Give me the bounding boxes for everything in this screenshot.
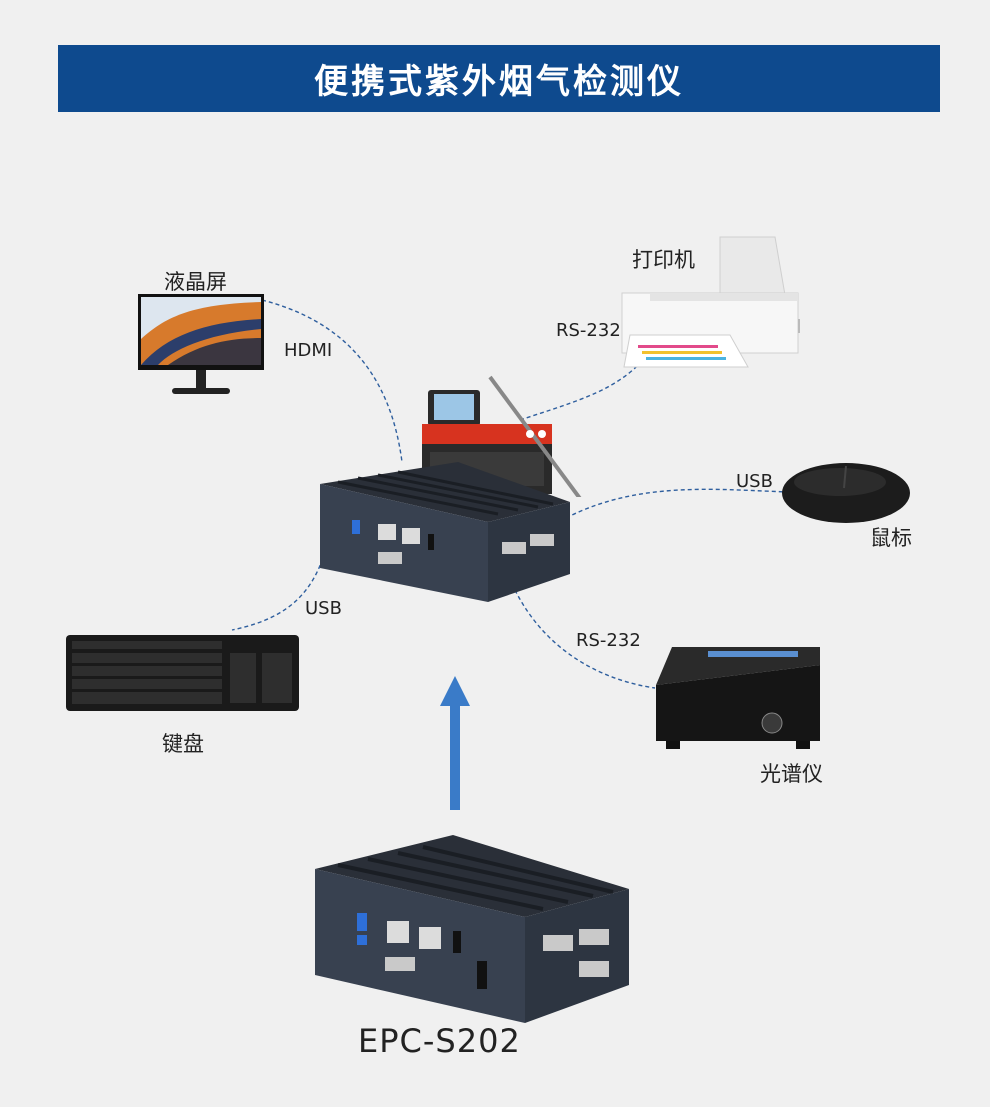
model-mini-pc-icon: [315, 835, 629, 1023]
printer-connection-label: RS-232: [556, 320, 621, 341]
spectrometer-icon: [656, 647, 820, 749]
monitor-label: 液晶屏: [164, 270, 227, 294]
keyboard-link: [231, 551, 326, 631]
spectrometer-connection-label: RS-232: [576, 630, 641, 651]
mouse-icon: [782, 463, 910, 523]
title-banner: 便携式紫外烟气检测仪: [58, 45, 940, 112]
mouse-connection-label: USB: [736, 471, 773, 492]
mouse-link: [565, 488, 791, 519]
keyboard-icon: [66, 635, 299, 711]
printer-label: 打印机: [632, 248, 695, 272]
mini-pc-icon: [320, 462, 570, 602]
printer-link: [519, 351, 651, 421]
spectrometer-link: [514, 589, 656, 689]
page-title: 便携式紫外烟气检测仪: [314, 62, 684, 102]
mouse-label: 鼠标: [870, 526, 912, 550]
monitor-icon: [138, 294, 264, 394]
hdmi-link: [261, 299, 403, 463]
up-arrow-icon: [440, 676, 470, 810]
keyboard-label: 键盘: [162, 732, 204, 756]
keyboard-connection-label: USB: [305, 598, 342, 619]
spectrometer-label: 光谱仪: [760, 762, 823, 786]
model-name: EPC-S202: [358, 1022, 521, 1060]
hdmi-connection-label: HDMI: [284, 340, 333, 361]
printer-icon: [621, 236, 800, 368]
